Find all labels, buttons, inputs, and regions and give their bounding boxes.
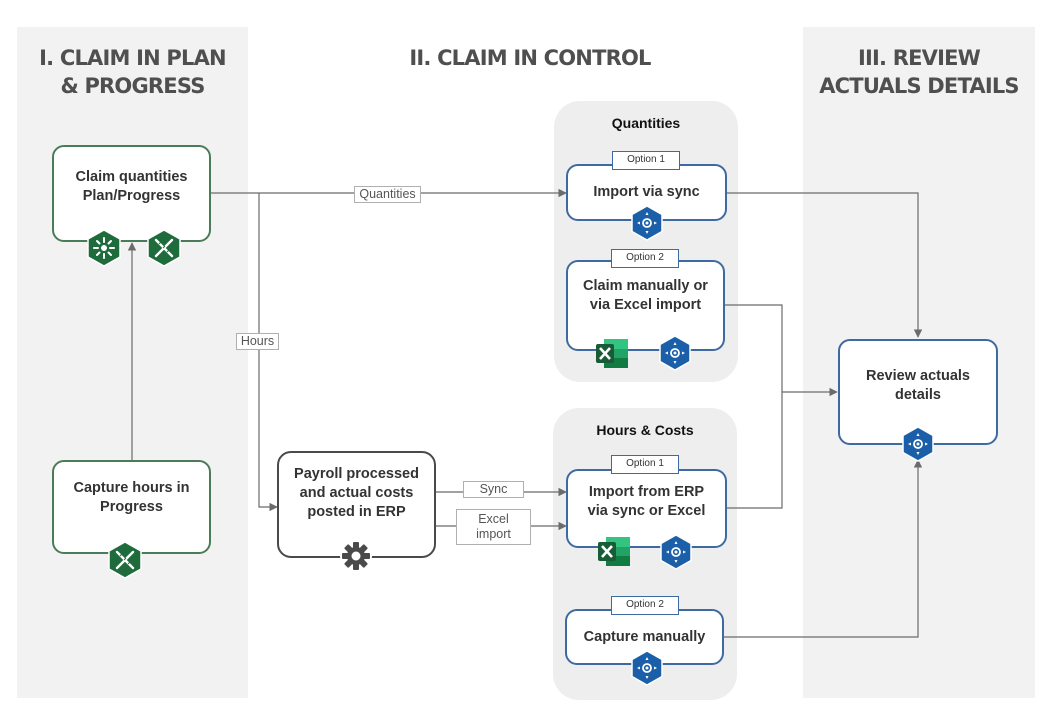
edge-erp-to-review [727,387,838,509]
gear-icon [340,540,372,572]
edge-label-excel-line2: import [476,527,511,541]
capture-hours-line1: Capture hours in [73,480,190,496]
payroll-line1: Payroll processed [294,466,419,482]
quantities-group-title: Quantities [611,115,681,131]
hours-option2-tag: Option 2 [611,596,679,615]
import-from-erp-box[interactable]: Import from ERP via sync or Excel [566,469,727,548]
capture-hours-line2: Progress [100,499,163,515]
claim-manually-box[interactable]: Claim manually or via Excel import [566,260,725,351]
quantities-option2-tag: Option 2 [611,249,679,268]
column-title-control: II. CLAIM IN CONTROL [409,46,651,70]
quantities-option1-tag: Option 1 [612,151,680,170]
edge-label-excel-line1: Excel [478,512,509,526]
payroll-line3: posted in ERP [307,504,406,520]
capture-hours-box[interactable]: Capture hours in Progress [52,460,211,554]
hours-option1-tag: Option 1 [611,455,679,474]
edge-hours-to-payroll [258,193,278,512]
import-from-erp-line1: Import from ERP [588,483,705,500]
sunburst-hexagon-icon [87,229,121,267]
edge-label-excel-import: Excel import [456,509,531,545]
compass-hexagon-icon [631,650,663,686]
ruler-pencil-hexagon-icon [147,229,181,267]
edge-label-hours: Hours [236,333,279,350]
claim-quantities-line2: Plan/Progress [82,187,181,204]
compass-hexagon-icon [902,426,934,462]
claim-manually-line1: Claim manually or [583,277,708,294]
ruler-pencil-hexagon-icon [108,541,142,579]
excel-icon [596,339,628,368]
review-actuals-box[interactable]: Review actuals details [838,339,998,445]
column-title-plan-progress: I. CLAIM IN PLAN & PROGRESS [39,46,226,98]
compass-hexagon-icon [660,534,692,570]
hours-costs-group-title: Hours & Costs [596,422,694,438]
excel-icon [598,537,630,566]
edge-label-sync: Sync [463,481,524,498]
edge-import-sync-to-review [727,192,923,338]
capture-manually-label: Capture manually [583,628,706,645]
compass-hexagon-icon [631,205,663,241]
import-via-sync-label: Import via sync [593,184,700,200]
claim-quantities-line1: Claim quantities [75,168,188,185]
edge-capture-manual-to-review [724,459,923,638]
edge-label-quantities: Quantities [354,186,421,203]
claim-manually-line2: via Excel import [589,296,702,313]
edge-claim-manual-to-review [725,304,783,392]
compass-hexagon-icon [659,335,691,371]
column-title-review-actuals: III. REVIEW ACTUALS DETAILS [819,46,1019,98]
review-actuals-line2: details [895,387,941,403]
review-actuals-line1: Review actuals [866,368,970,384]
payroll-line2: and actual costs [299,485,414,501]
import-from-erp-line2: via sync or Excel [587,502,706,519]
claim-quantities-box[interactable]: Claim quantities Plan/Progress [52,145,211,242]
